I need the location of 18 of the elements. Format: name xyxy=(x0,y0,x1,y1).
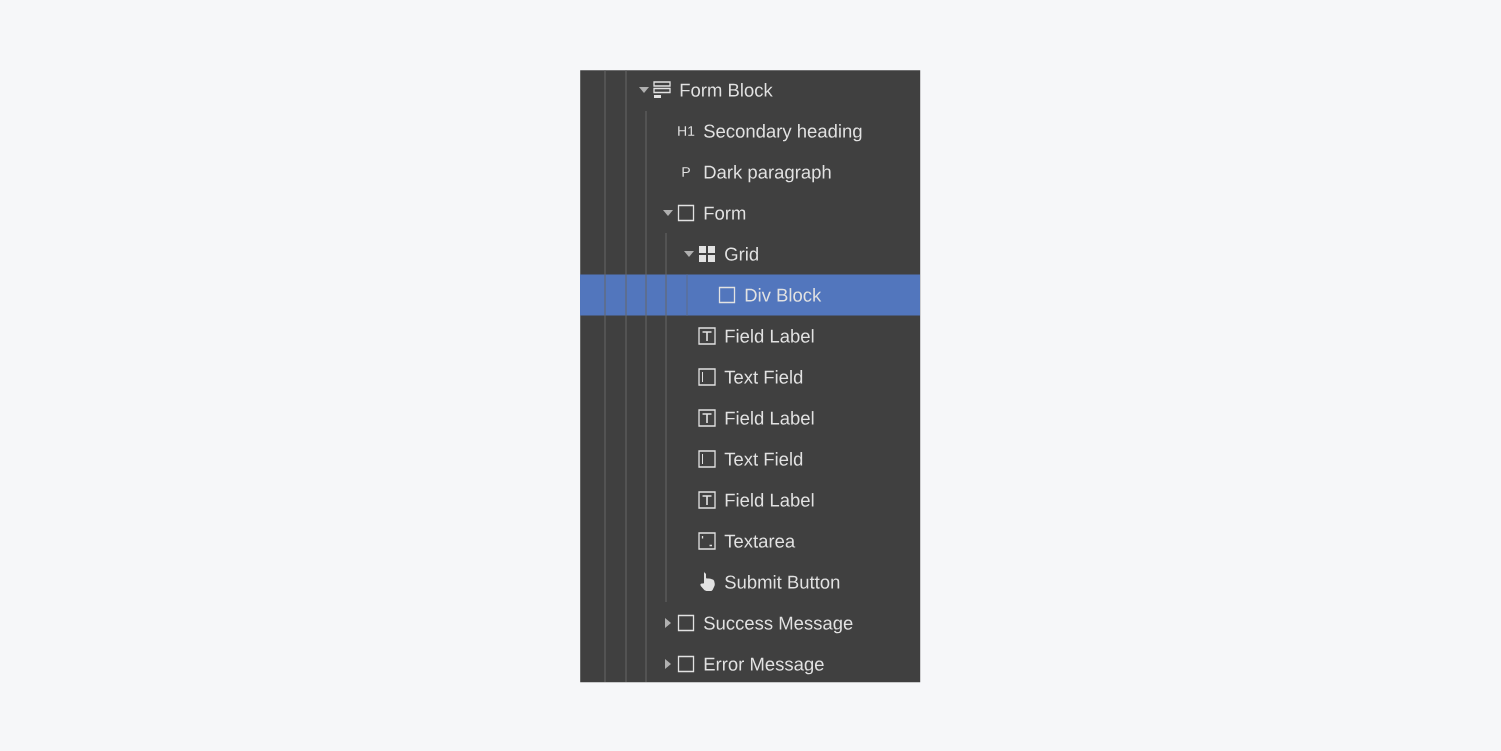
tree-row: Field Label xyxy=(725,493,814,507)
tree-row: Submit Button xyxy=(725,575,840,589)
tree-row: Textarea xyxy=(724,534,796,548)
navigator-panel xyxy=(580,70,921,683)
tree-row: Form xyxy=(704,206,746,220)
tag-label: P xyxy=(682,167,690,177)
tree-row: Success Message xyxy=(704,616,853,634)
tag-label: H1 xyxy=(678,126,695,136)
tree-row: Field Label xyxy=(725,329,814,343)
tree-row: Text Field xyxy=(724,370,803,384)
tree-row: Field Label xyxy=(725,411,814,425)
tree-row: Text Field xyxy=(724,452,803,466)
tree-row: Grid xyxy=(725,247,758,261)
tree-row: Secondary heading xyxy=(704,124,862,142)
tree-row: Form Block xyxy=(680,83,773,97)
tree-row: Dark paragraph xyxy=(704,165,831,183)
selected-row: Div Block xyxy=(580,274,920,316)
tree-row: Error Message xyxy=(704,657,824,675)
